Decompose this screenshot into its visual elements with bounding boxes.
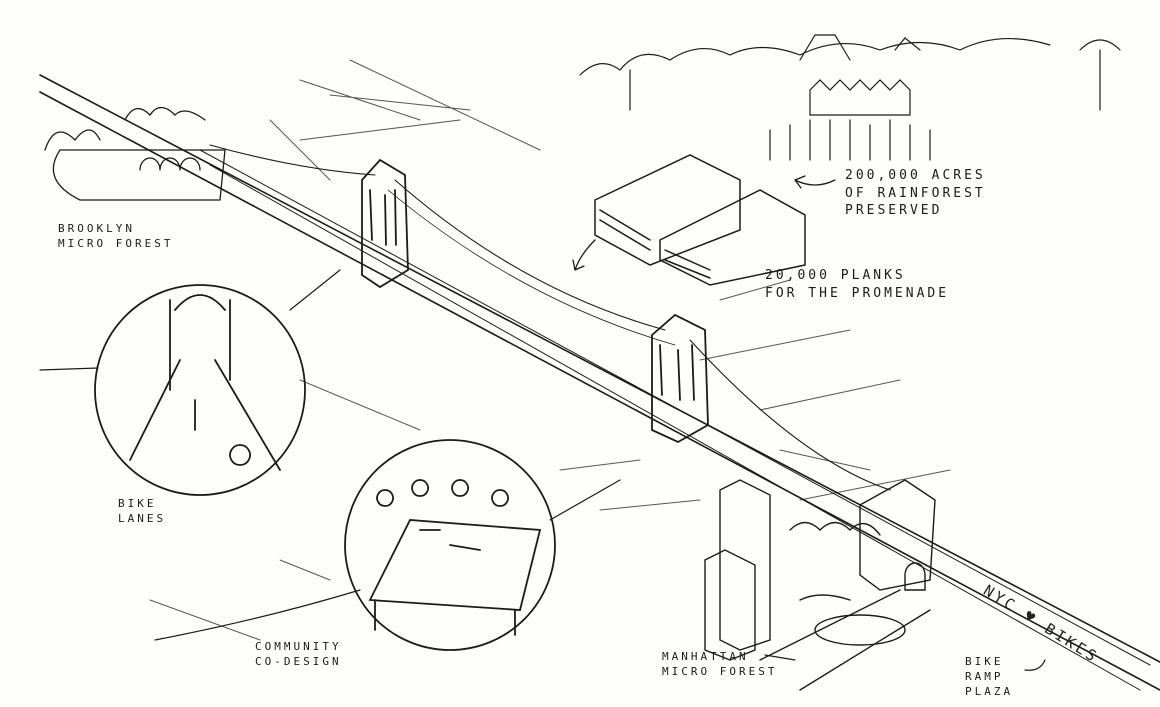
community-vignette: [344, 439, 556, 651]
suspension-cables: [209, 144, 891, 491]
label-bike-ramp-plaza: BIKE RAMP PLAZA: [965, 655, 1014, 698]
tower-manhattan: [651, 313, 709, 444]
leader-bike-lanes: [39, 367, 99, 371]
bike-lanes-vignette: [94, 284, 306, 496]
water-strokes: [149, 59, 951, 641]
leader-ramp: [1024, 659, 1046, 671]
brooklyn-micro-forest-drawing: [44, 106, 226, 201]
label-bike-lanes: BIKE LANES: [118, 497, 167, 525]
label-brooklyn-micro-forest: BROOKLYN MICRO FOREST: [58, 222, 174, 250]
leader-community: [154, 589, 361, 641]
arrow-to-planks: [572, 239, 596, 271]
leader-community-bridge: [549, 479, 621, 521]
label-manhattan-micro-forest: MANHATTAN MICRO FOREST: [662, 650, 778, 678]
tower-brooklyn: [361, 158, 409, 289]
leader-manhattan: [764, 654, 796, 661]
bridge-deck: [39, 74, 1160, 691]
label-community-co-design: COMMUNITY CO-DESIGN: [255, 640, 342, 668]
label-planks-promenade: 20,000 PLANKS FOR THE PROMENADE: [765, 268, 950, 301]
plank-stacks-drawing: [594, 154, 806, 286]
arrow-from-rainforest: [794, 175, 836, 189]
manhattan-micro-forest-drawing: [704, 479, 936, 691]
leader-bike-lanes-bridge: [289, 269, 341, 311]
label-rainforest-preserved: 200,000 ACRES OF RAINFOREST PRESERVED: [845, 168, 986, 219]
rainforest-drawing: [579, 34, 1121, 161]
